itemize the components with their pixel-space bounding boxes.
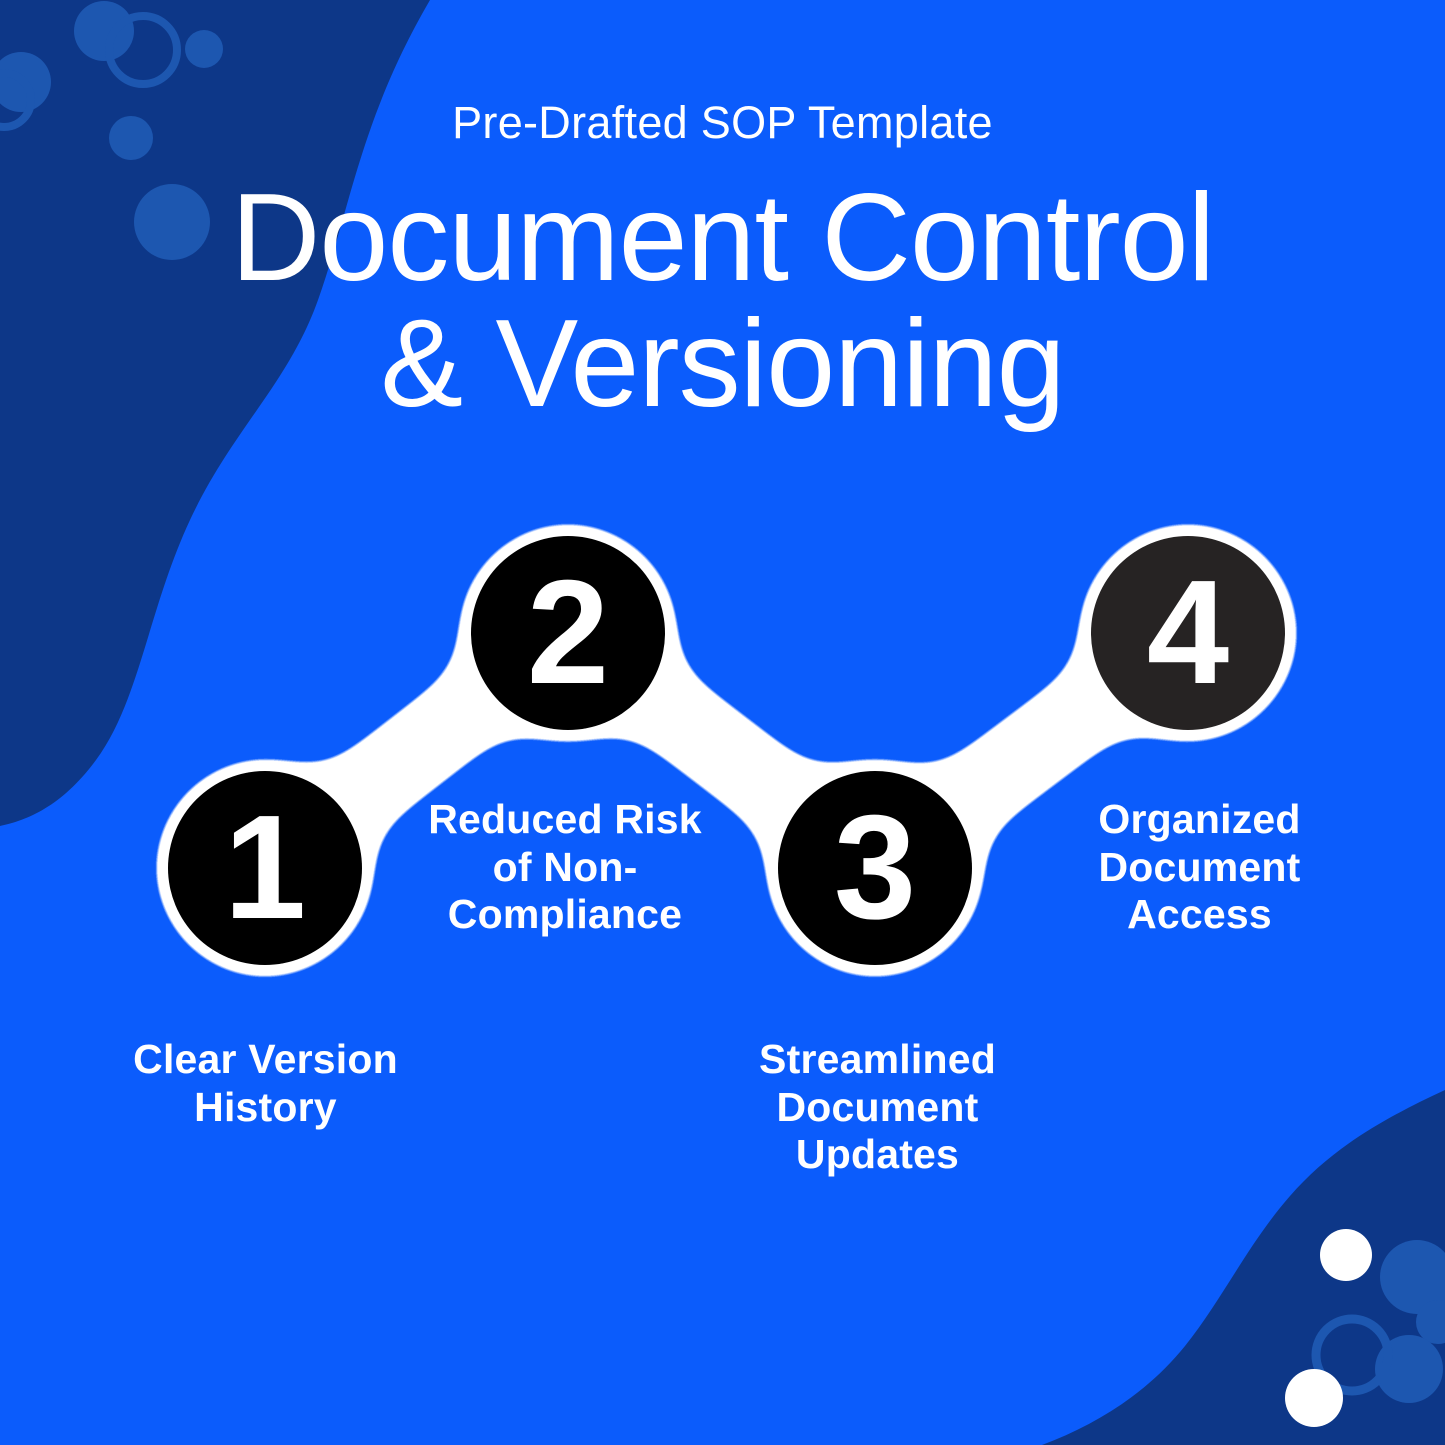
page-title: Document Control & Versioning xyxy=(230,169,1215,434)
node-number-2: 2 xyxy=(526,550,610,715)
node-label-2: Reduced Risk of Non- Compliance xyxy=(428,796,702,938)
node-number-1: 1 xyxy=(223,785,307,950)
node-inner-discs xyxy=(168,536,1285,965)
navy-blob-top-left xyxy=(0,0,430,826)
navy-blob-bottom-right xyxy=(1042,1090,1445,1445)
node-disc-1 xyxy=(168,771,362,965)
node-disc-2 xyxy=(471,536,665,730)
node-label-1: Clear Version History xyxy=(133,1036,398,1130)
top-left-decor-circles xyxy=(0,1,223,260)
bottom-right-decor-circles xyxy=(1285,1229,1445,1427)
node-number-3: 3 xyxy=(833,785,917,950)
node-number-4: 4 xyxy=(1146,550,1230,715)
node-label-4: Organized Document Access xyxy=(1098,796,1301,938)
node-disc-3 xyxy=(778,771,972,965)
node-disc-4 xyxy=(1091,536,1285,730)
subtitle: Pre-Drafted SOP Template xyxy=(452,97,993,148)
node-label-3: Streamlined Document Updates xyxy=(759,1036,996,1178)
